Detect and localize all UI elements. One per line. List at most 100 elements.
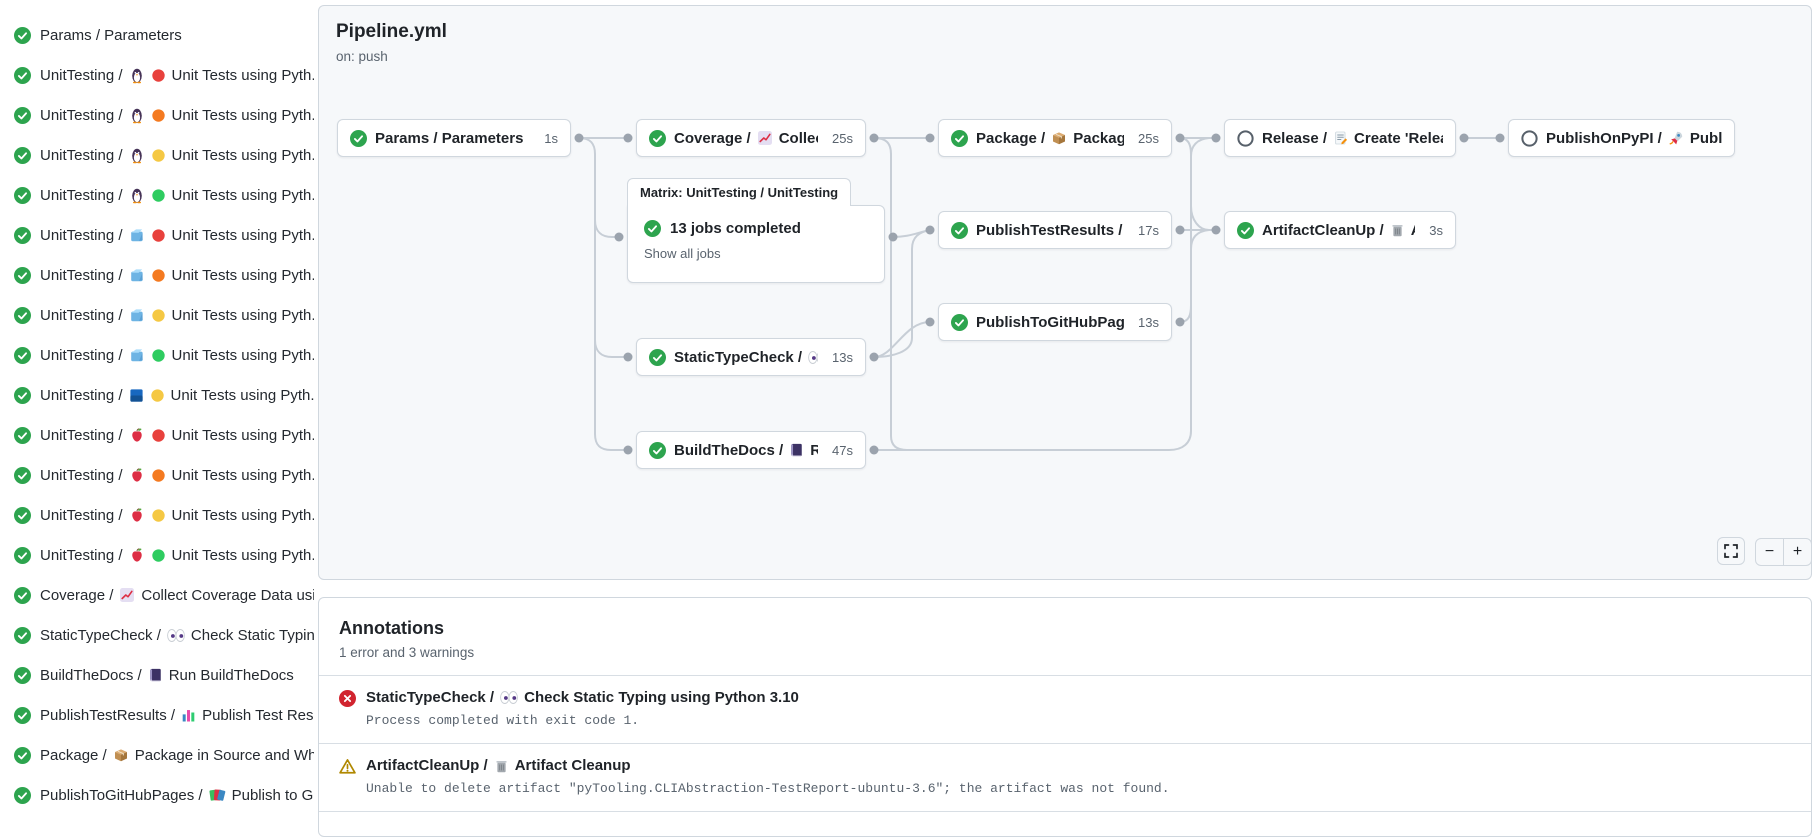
yellow-circle-icon xyxy=(151,148,166,163)
success-icon xyxy=(649,348,666,366)
sidebar-job-item-unittesting-12[interactable]: UnitTesting /Unit Tests using Pyth... xyxy=(0,495,314,535)
success-icon xyxy=(14,26,31,44)
sidebar-job-item-unittesting-2[interactable]: UnitTesting /Unit Tests using Pyth... xyxy=(0,95,314,135)
job-duration: 17s xyxy=(1138,222,1159,238)
job-node-publishonpypi[interactable]: PublishOnPyPI /Publish to ... xyxy=(1508,119,1735,157)
skipped-icon xyxy=(1521,129,1538,147)
orange-circle-icon xyxy=(151,268,166,283)
book-icon xyxy=(789,442,804,458)
sidebar-job-item-unittesting-9[interactable]: UnitTesting /Unit Tests using Pyth... xyxy=(0,375,314,415)
fullscreen-button[interactable] xyxy=(1717,537,1745,565)
success-icon xyxy=(14,626,31,644)
package-icon xyxy=(1051,130,1067,146)
wastebasket-icon xyxy=(494,758,509,774)
success-icon xyxy=(14,306,31,324)
fullscreen-icon xyxy=(1724,544,1738,558)
success-icon xyxy=(951,221,968,239)
zoom-out-button[interactable]: − xyxy=(1756,539,1784,565)
annotation-warning-title[interactable]: ArtifactCleanUp / Artifact Cleanup xyxy=(366,757,631,774)
success-icon xyxy=(644,220,661,237)
apple-icon xyxy=(129,547,145,563)
success-icon xyxy=(14,146,31,164)
eyes-icon xyxy=(500,691,518,704)
job-node-artifactcleanup[interactable]: ArtifactCleanUp /Artifac...3s xyxy=(1224,211,1456,249)
sidebar-job-item-package-18[interactable]: Package /Package in Source and Wh... xyxy=(0,735,314,775)
sidebar-job-item-statictypecheck-15[interactable]: StaticTypeCheck /Check Static Typing... xyxy=(0,615,314,655)
job-node-package[interactable]: Package /Package in So...25s xyxy=(938,119,1172,157)
success-icon xyxy=(14,346,31,364)
job-duration: 3s xyxy=(1429,222,1443,238)
job-node-coverage[interactable]: Coverage /Collect Cove...25s xyxy=(636,119,866,157)
annotation-warning-row: ArtifactCleanUp / Artifact Cleanup Unabl… xyxy=(319,743,1811,812)
green-circle-icon xyxy=(151,348,166,363)
sidebar-job-item-publishtogithubpages-19[interactable]: PublishToGitHubPages /Publish to G... xyxy=(0,775,314,815)
success-icon xyxy=(14,546,31,564)
yellow-circle-icon xyxy=(151,508,166,523)
success-icon xyxy=(14,226,31,244)
job-node-statictypecheck[interactable]: StaticTypeCheck /Chec...13s xyxy=(636,338,866,376)
workflow-file-title: Pipeline.yml xyxy=(336,21,447,42)
eyes-icon xyxy=(167,628,185,642)
sidebar-job-item-unittesting-13[interactable]: UnitTesting /Unit Tests using Pyth... xyxy=(0,535,314,575)
annotation-error-detail: Process completed with exit code 1. xyxy=(366,713,640,728)
success-icon xyxy=(14,786,31,804)
sidebar-job-item-publishtestresults-17[interactable]: PublishTestResults /Publish Test Resu... xyxy=(0,695,314,735)
success-icon xyxy=(14,266,31,284)
annotations-heading: Annotations xyxy=(339,618,444,638)
skipped-icon xyxy=(1237,129,1254,147)
green-circle-icon xyxy=(151,548,166,563)
memo-icon xyxy=(1333,130,1348,146)
matrix-summary-text: 13 jobs completed xyxy=(670,220,801,237)
success-icon xyxy=(14,506,31,524)
ice-cube-icon xyxy=(129,267,145,283)
success-icon xyxy=(649,441,666,459)
sidebar-job-item-params-parameters-0[interactable]: Params / Parameters xyxy=(0,15,314,55)
sidebar-job-item-unittesting-7[interactable]: UnitTesting /Unit Tests using Pyth... xyxy=(0,295,314,335)
success-icon xyxy=(951,129,968,147)
job-node-release[interactable]: Release /Create 'Release P... xyxy=(1224,119,1456,157)
job-node-publishtestresults[interactable]: PublishTestResults /Pu...17s xyxy=(938,211,1172,249)
sidebar-job-item-unittesting-4[interactable]: UnitTesting /Unit Tests using Pyth... xyxy=(0,175,314,215)
success-icon xyxy=(649,129,666,147)
workflow-graph-panel: Pipeline.yml on: push xyxy=(318,5,1812,580)
zoom-in-button[interactable]: + xyxy=(1792,543,1803,560)
blue-square-icon xyxy=(129,388,144,403)
job-node-publishtogithubpages[interactable]: PublishToGitHubPages /...13s xyxy=(938,303,1172,341)
annotations-summary: 1 error and 3 warnings xyxy=(339,645,475,660)
apple-icon xyxy=(129,507,145,523)
books-icon xyxy=(209,787,226,803)
annotation-warning-detail: Unable to delete artifact "pyTooling.CLI… xyxy=(366,781,1170,796)
red-circle-icon xyxy=(151,428,166,443)
success-icon xyxy=(14,426,31,444)
success-icon xyxy=(14,106,31,124)
sidebar-job-item-unittesting-8[interactable]: UnitTesting /Unit Tests using Pyth... xyxy=(0,335,314,375)
apple-icon xyxy=(129,427,145,443)
job-duration: 25s xyxy=(1138,130,1159,146)
sidebar-job-item-buildthedocs-16[interactable]: BuildTheDocs /Run BuildTheDocs xyxy=(0,655,314,695)
success-icon xyxy=(350,129,367,147)
penguin-icon xyxy=(129,187,145,204)
sidebar-job-item-unittesting-10[interactable]: UnitTesting /Unit Tests using Pyth... xyxy=(0,415,314,455)
wastebasket-icon xyxy=(1390,222,1405,238)
annotations-panel: Annotations 1 error and 3 warnings Stati… xyxy=(318,597,1812,837)
sidebar-job-item-unittesting-3[interactable]: UnitTesting /Unit Tests using Pyth... xyxy=(0,135,314,175)
success-icon xyxy=(1237,221,1254,239)
workflow-trigger: on: push xyxy=(336,49,388,64)
job-duration: 13s xyxy=(1138,314,1159,330)
ice-cube-icon xyxy=(129,307,145,323)
matrix-tab-label: Matrix: UnitTesting / UnitTesting xyxy=(627,178,852,206)
job-node-buildthedocs[interactable]: BuildTheDocs /Run Buil...47s xyxy=(636,431,866,469)
annotation-error-title[interactable]: StaticTypeCheck / Check Static Typing us… xyxy=(366,689,799,706)
sidebar-job-item-unittesting-5[interactable]: UnitTesting /Unit Tests using Pyth... xyxy=(0,215,314,255)
penguin-icon xyxy=(129,107,145,124)
sidebar-job-item-unittesting-6[interactable]: UnitTesting /Unit Tests using Pyth... xyxy=(0,255,314,295)
book-icon xyxy=(148,667,163,683)
success-icon xyxy=(14,466,31,484)
matrix-summary-card[interactable]: 13 jobs completed Show all jobs xyxy=(627,205,885,283)
sidebar-job-item-unittesting-11[interactable]: UnitTesting /Unit Tests using Pyth... xyxy=(0,455,314,495)
sidebar-job-item-coverage-14[interactable]: Coverage /Collect Coverage Data usi... xyxy=(0,575,314,615)
sidebar-job-item-unittesting-1[interactable]: UnitTesting /Unit Tests using Pyth... xyxy=(0,55,314,95)
show-all-jobs-link[interactable]: Show all jobs xyxy=(644,246,721,261)
